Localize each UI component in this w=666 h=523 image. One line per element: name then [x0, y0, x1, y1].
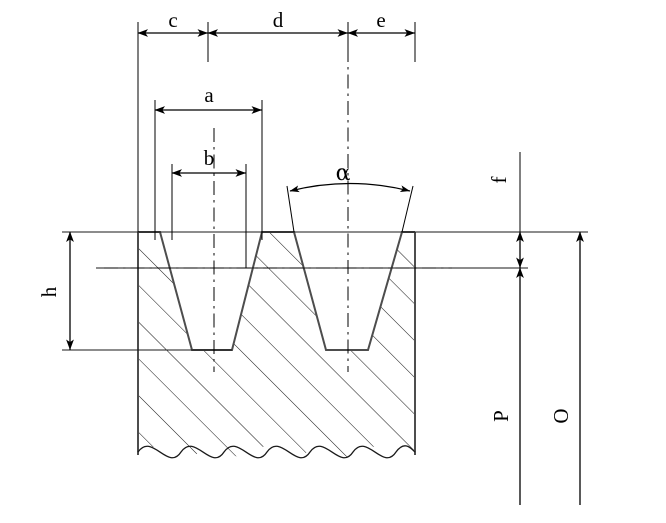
dim-label-P: P — [489, 410, 513, 422]
dimension-P-group: P — [489, 267, 524, 505]
center-lines — [104, 48, 452, 372]
dimension-O-group: O — [549, 231, 584, 505]
break-line-wavy — [137, 445, 416, 459]
section-hatching — [138, 232, 415, 458]
dim-label-c: c — [168, 8, 177, 32]
dim-label-f: f — [487, 177, 511, 184]
pulley-body-section — [137, 231, 416, 459]
dim-label-b: b — [204, 146, 215, 170]
dim-label-h: h — [37, 286, 61, 297]
top-dimension-chain: c d e — [137, 8, 416, 232]
dimension-a-group: a — [154, 83, 263, 240]
dimension-b-group: b — [171, 146, 247, 268]
ext-line-alpha-left-flank — [286, 185, 295, 233]
dim-arc-alpha — [289, 182, 411, 193]
dimension-alpha-group: α — [286, 161, 414, 233]
dim-label-e: e — [376, 8, 385, 32]
dim-label-alpha: α — [336, 161, 351, 186]
dim-label-a: a — [204, 83, 214, 107]
dimension-h-group: h — [37, 231, 74, 350]
dimension-f-group: f — [487, 152, 524, 268]
dim-label-d: d — [273, 8, 284, 32]
ext-line-alpha-right-flank — [401, 185, 414, 233]
dim-label-O: O — [549, 408, 573, 423]
